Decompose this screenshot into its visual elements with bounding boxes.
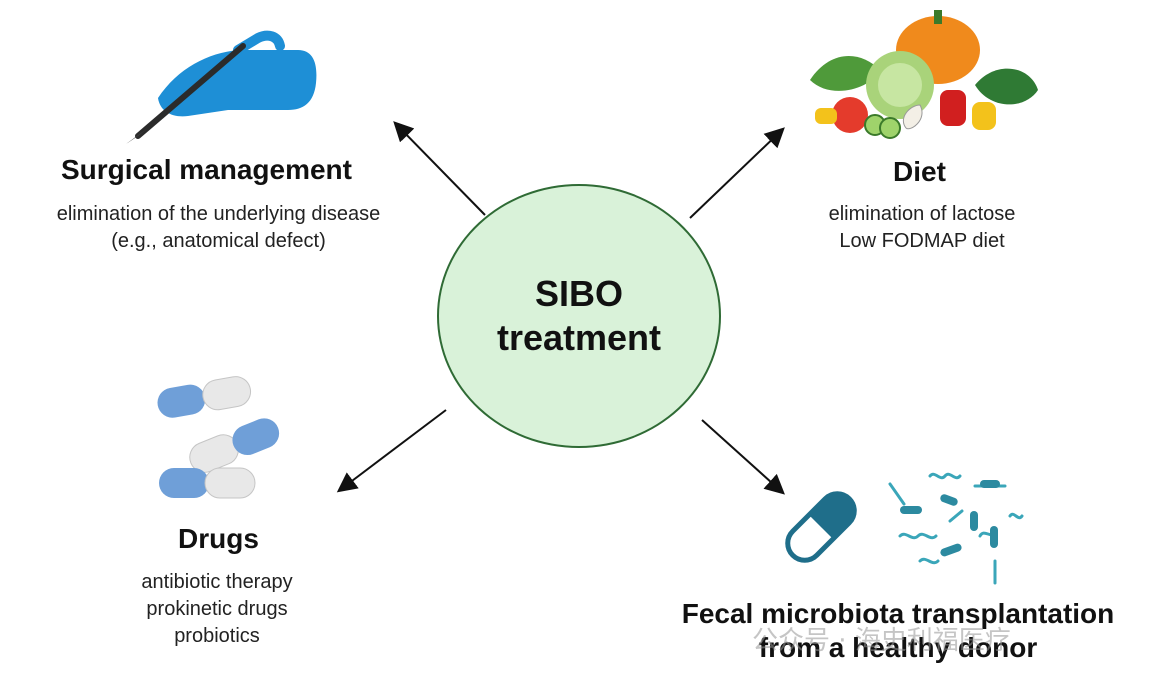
center-title-line1: SIBO — [534, 273, 623, 314]
vegetables-icon — [810, 10, 1038, 139]
capsule-icon — [785, 491, 857, 563]
arrow-to-surgical — [393, 121, 486, 216]
diet-line-2: Low FODMAP diet — [839, 230, 1005, 252]
scalpel-hand-icon — [126, 30, 317, 144]
surgical-line-1: elimination of the underlying disease — [56, 203, 381, 225]
fmt-title-line-1: Fecal microbiota transplantation — [681, 598, 1115, 629]
drugs-line-2: prokinetic drugs — [146, 598, 288, 620]
surgical-title: Surgical management — [61, 154, 352, 185]
bacteria-icon — [888, 472, 1024, 585]
fmt-title: Fecal microbiota transplantation from a … — [666, 597, 1130, 665]
arrow-to-diet — [689, 127, 785, 219]
arrow-to-fmt — [701, 419, 785, 495]
surgical-line-2: (e.g., anatomical defect) — [111, 230, 326, 252]
diet-title: Diet — [893, 156, 946, 187]
pills-icon — [157, 376, 280, 499]
center-title-line2: treatment — [496, 317, 662, 358]
drugs-line-3: probiotics — [174, 625, 260, 647]
drugs-description: antibiotic therapy prokinetic drugs prob… — [112, 569, 322, 650]
surgical-description: elimination of the underlying disease (e… — [26, 201, 411, 255]
watermark-text: 公众号 · 海史利福医疗 — [752, 626, 1011, 656]
diet-line-1: elimination of lactose — [828, 203, 1016, 225]
drugs-title: Drugs — [178, 523, 259, 554]
center-node: SIBO treatment — [437, 184, 721, 448]
diet-description: elimination of lactose Low FODMAP diet — [802, 201, 1042, 255]
arrow-to-drugs — [336, 409, 447, 493]
drugs-line-1: antibiotic therapy — [141, 571, 293, 593]
fmt-title-line-2: from a healthy donor — [758, 632, 1038, 663]
